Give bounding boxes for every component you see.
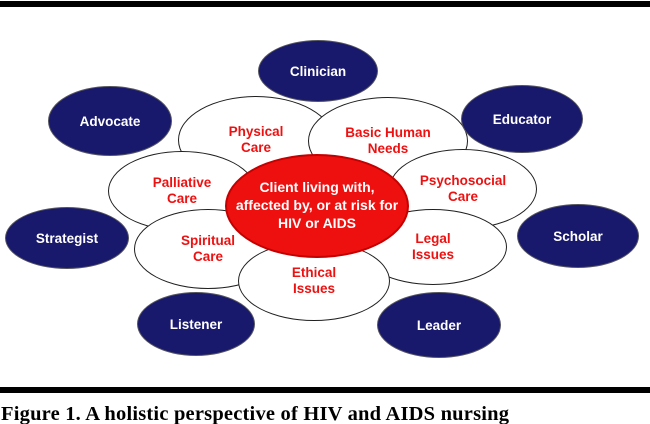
petal-basic-human-needs-label: Basic Human Needs (345, 125, 431, 158)
role-ellipse-educator: Educator (461, 85, 583, 153)
petal-label-line: Spiritual (180, 232, 235, 248)
bottom-border-line (0, 387, 650, 393)
role-label: Listener (169, 316, 223, 332)
petal-palliative-care-label: Palliative Care (153, 175, 212, 208)
petal-label-line: Care (166, 191, 197, 206)
role-label: Strategist (35, 230, 99, 246)
petal-label-line: Care (192, 249, 223, 264)
figure-caption: Figure 1. A holistic perspective of HIV … (1, 403, 510, 424)
petal-label-line: Ethical (291, 264, 337, 280)
center-label-line: Client living with, (259, 179, 375, 196)
role-label: Advocate (79, 113, 141, 129)
role-label: Scholar (553, 228, 603, 244)
petal-label-line: Basic Human (345, 124, 431, 140)
petal-physical-care-label: Physical Care (229, 124, 284, 157)
center-ellipse-label: Client living with, affected by, or at r… (236, 179, 398, 233)
petal-label-line: Issues (292, 281, 335, 296)
petal-label-line: Care (447, 189, 478, 204)
center-label-line: HIV or AIDS (277, 214, 357, 231)
petal-spiritual-care-label: Spiritual Care (181, 233, 235, 266)
petal-label-line: Legal (415, 230, 451, 246)
role-ellipse-listener: Listener (137, 292, 255, 356)
petal-ethical-issues-label: Ethical Issues (292, 265, 336, 298)
petal-label-line: Issues (411, 247, 455, 262)
petal-label-line: Palliative (152, 174, 212, 190)
role-label: Clinician (289, 63, 347, 79)
petal-label-line: Needs (367, 141, 409, 156)
role-ellipse-advocate: Advocate (48, 86, 172, 156)
role-ellipse-scholar: Scholar (517, 204, 639, 268)
petal-psychosocial-care-label: Psychosocial Care (420, 173, 506, 206)
top-border-line (0, 1, 650, 7)
center-ellipse-client: Client living with, affected by, or at r… (225, 154, 409, 258)
role-ellipse-strategist: Strategist (5, 207, 129, 269)
role-label: Educator (492, 111, 552, 127)
role-ellipse-clinician: Clinician (258, 40, 378, 102)
petal-label-line: Psychosocial (419, 172, 507, 188)
center-label-line: affected by, or at risk for (235, 197, 399, 214)
role-ellipse-leader: Leader (377, 292, 501, 358)
role-label: Leader (416, 317, 462, 333)
petal-label-line: Physical (228, 123, 284, 139)
petal-legal-issues-label: Legal Issues (412, 231, 454, 264)
petal-label-line: Care (240, 140, 271, 155)
